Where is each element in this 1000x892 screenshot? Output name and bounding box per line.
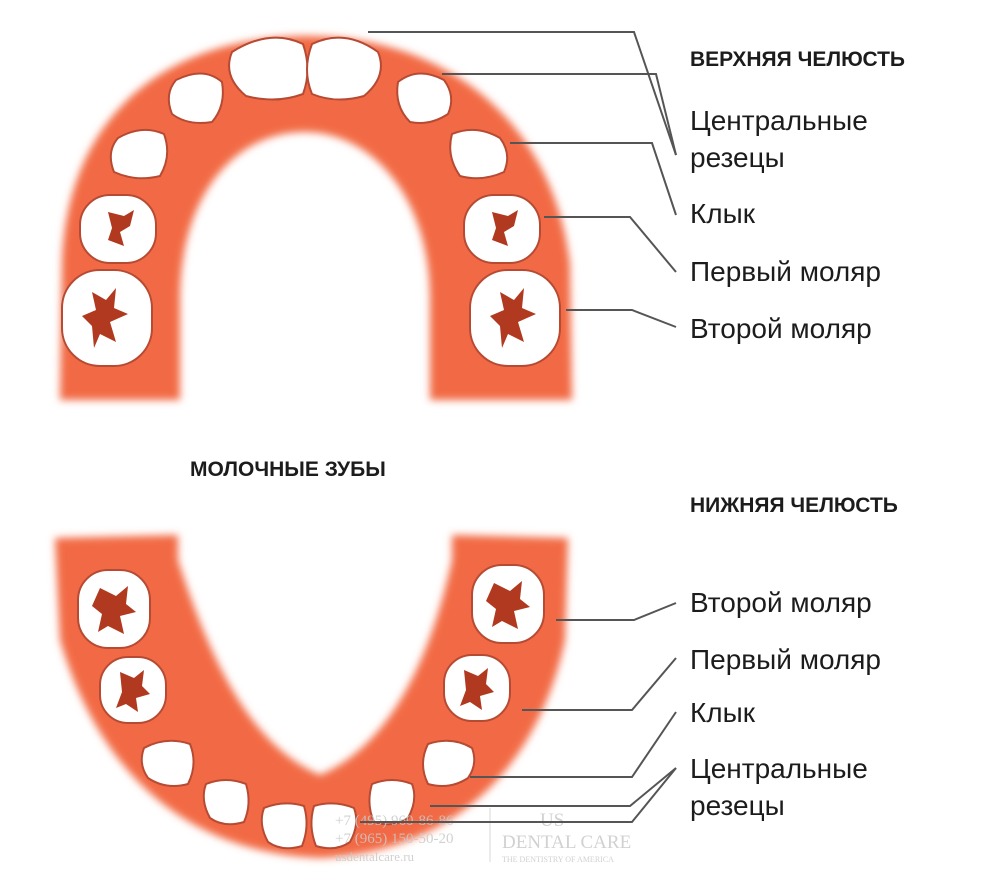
- lower-label-first-molar: Первый моляр: [690, 644, 881, 675]
- center-title: МОЛОЧНЫЕ ЗУБЫ: [190, 458, 386, 481]
- lower-second-molar-leader: [556, 602, 677, 621]
- lower-label-canine: Клык: [690, 697, 756, 728]
- upper-label-incisors-line2: резецы: [690, 142, 785, 173]
- upper-canine-left: [109, 128, 169, 180]
- upper-second-molar-leader: [566, 309, 677, 328]
- lower-first-molar-left-fissure: [116, 670, 150, 712]
- upper-jaw-heading: ВЕРХНЯЯ ЧЕЛЮСТЬ: [690, 48, 905, 71]
- upper-canine-right: [449, 128, 509, 180]
- lower-label-incisors-line2: резецы: [690, 790, 785, 821]
- upper-label-canine: Клык: [690, 198, 756, 229]
- upper-lateral-leader: [442, 73, 677, 156]
- upper-label-second-molar: Второй моляр: [690, 313, 872, 344]
- lower-lateral-incisor-left: [202, 779, 250, 826]
- lower-lateral-incisor-right: [368, 779, 416, 826]
- lower-lateral-leader: [430, 767, 677, 807]
- lower-jaw-heading: НИЖНЯЯ ЧЕЛЮСТЬ: [690, 494, 898, 517]
- watermark-brand-1: US: [540, 810, 564, 831]
- watermark: +7 (495) 960-86-86 +7 (965) 150-50-20 us…: [335, 808, 631, 864]
- upper-central-incisor-left: [228, 36, 309, 101]
- lower-first-molar-right-fissure: [460, 668, 494, 710]
- upper-first-molar-right-fissure: [492, 210, 518, 246]
- lower-jaw: [55, 535, 568, 858]
- lower-canine-leader: [470, 711, 677, 778]
- upper-lateral-incisor-left: [167, 72, 224, 124]
- lower-central-incisor-right: [310, 802, 358, 850]
- upper-label-first-molar: Первый моляр: [690, 256, 881, 287]
- upper-gum-arch: [60, 36, 572, 400]
- upper-first-molar-leader: [544, 216, 677, 273]
- upper-second-molar-left-fissure: [82, 288, 128, 348]
- upper-incisor-leader: [368, 31, 677, 156]
- lower-second-molar-right-fissure: [486, 581, 530, 629]
- labels: ВЕРХНЯЯ ЧЕЛЮСТЬ Центральные резецы Клык …: [190, 48, 905, 821]
- watermark-site: usdentalcare.ru: [335, 849, 415, 864]
- upper-canine-leader: [510, 142, 677, 216]
- upper-central-incisor-right: [306, 36, 382, 101]
- lower-label-incisors-line1: Центральные: [690, 753, 868, 784]
- leader-lines: [360, 31, 677, 823]
- watermark-phone-2: +7 (965) 150-50-20: [335, 831, 453, 847]
- lower-central-incisor-left: [260, 802, 308, 850]
- upper-lateral-incisor-right: [396, 72, 453, 124]
- lower-label-second-molar: Второй моляр: [690, 587, 872, 618]
- lower-canine-right: [422, 739, 476, 787]
- lower-incisor-leader: [360, 767, 677, 823]
- lower-first-molar-leader: [522, 657, 677, 711]
- lower-second-molar-left-fissure: [92, 586, 136, 634]
- watermark-tagline: THE DENTISTRY OF AMERICA: [502, 855, 614, 864]
- upper-jaw: [60, 36, 572, 400]
- lower-canine-left: [140, 739, 195, 787]
- watermark-brand-2: DENTAL CARE: [502, 832, 631, 853]
- upper-first-molar-left-fissure: [108, 210, 134, 246]
- upper-second-molar-right-fissure: [490, 288, 536, 348]
- upper-label-incisors-line1: Центральные: [690, 105, 868, 136]
